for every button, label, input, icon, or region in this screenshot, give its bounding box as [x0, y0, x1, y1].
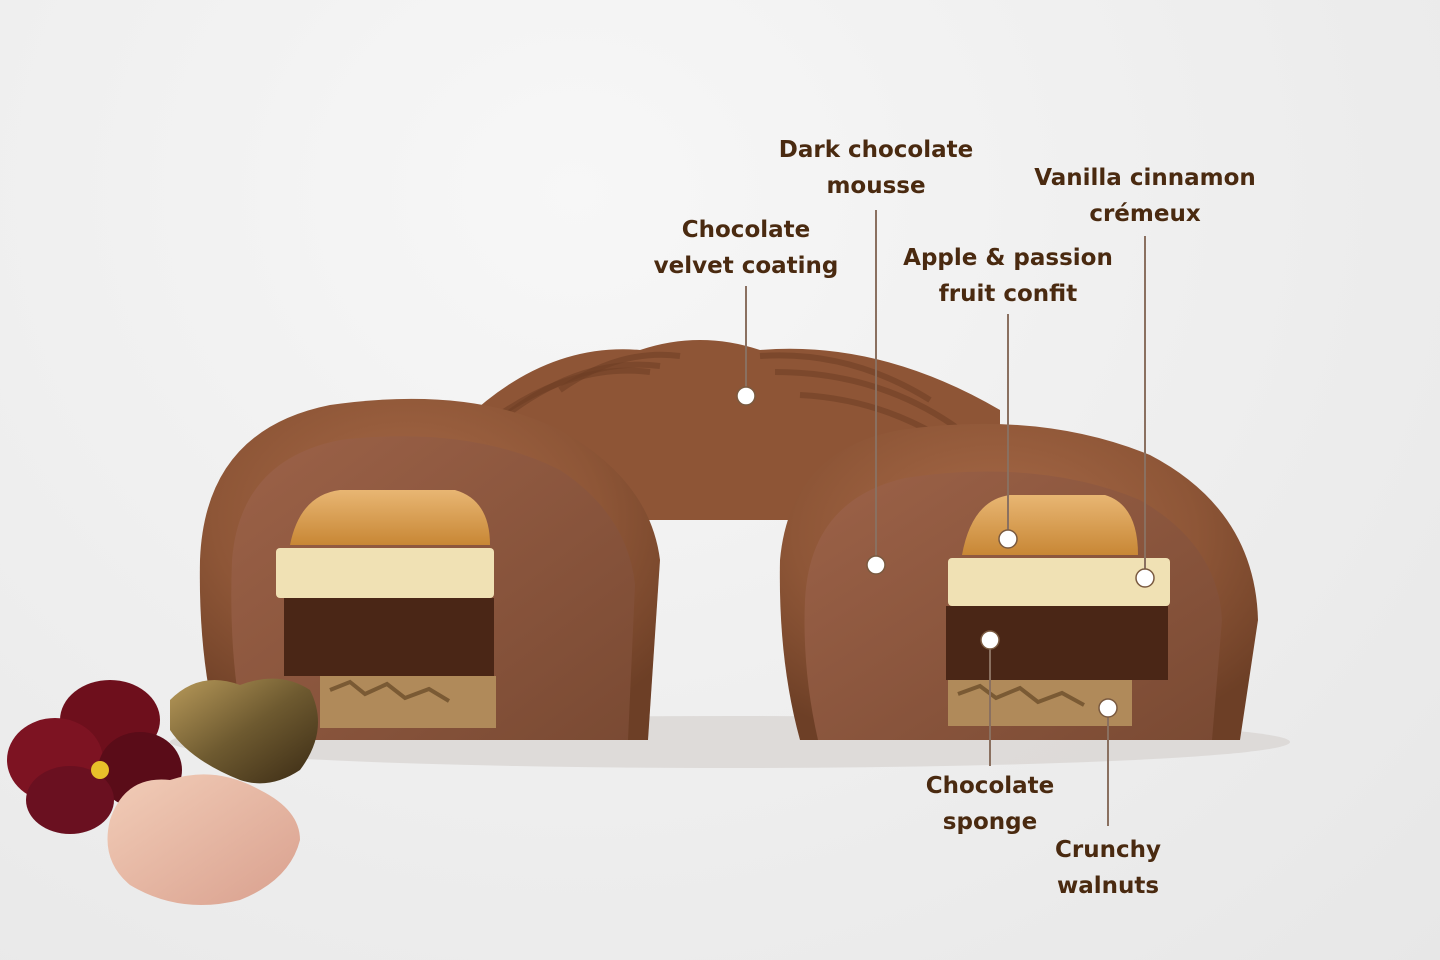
pansy-flower [7, 680, 182, 834]
cake-right-half [779, 423, 1258, 740]
marker-dot-chocolate-sponge [980, 630, 1000, 650]
label-apple-passion-fruit-confit: Apple & passion fruit confit [848, 240, 1168, 312]
label-line: Apple & passion [903, 245, 1113, 271]
label-line: walnuts [1056, 873, 1160, 899]
label-line: Dark chocolate [778, 137, 974, 163]
pink-heart-chocolate [107, 774, 300, 905]
label-line: sponge [942, 809, 1038, 835]
marker-dot-crunchy-walnuts [1098, 698, 1118, 718]
label-dark-chocolate-mousse: Dark chocolate mousse [716, 132, 1036, 204]
label-line: Crunchy [1055, 837, 1161, 863]
label-line: crémeux [1089, 201, 1201, 227]
leader-lines [736, 210, 1155, 826]
label-chocolate-velvet-coating: Chocolate velvet coating [586, 212, 906, 284]
label-line: mousse [826, 173, 926, 199]
label-line: Chocolate [925, 773, 1055, 799]
label-line: Chocolate [681, 217, 811, 243]
marker-dot-dark-chocolate-mousse [866, 555, 886, 575]
marker-dot-apple-passion-fruit-confit [998, 529, 1018, 549]
marker-dot-vanilla-cinnamon-cremeux [1135, 568, 1155, 588]
label-crunchy-walnuts: Crunchy walnuts [948, 832, 1268, 904]
label-line: fruit confit [938, 281, 1078, 307]
cake-left-half [199, 398, 661, 740]
label-line: velvet coating [653, 253, 839, 279]
marker-dot-chocolate-velvet-coating [736, 386, 756, 406]
gold-heart-chocolate [170, 678, 318, 784]
label-vanilla-cinnamon-cremeux: Vanilla cinnamon crémeux [985, 160, 1305, 232]
label-chocolate-sponge: Chocolate sponge [830, 768, 1150, 840]
label-line: Vanilla cinnamon [1034, 165, 1256, 191]
